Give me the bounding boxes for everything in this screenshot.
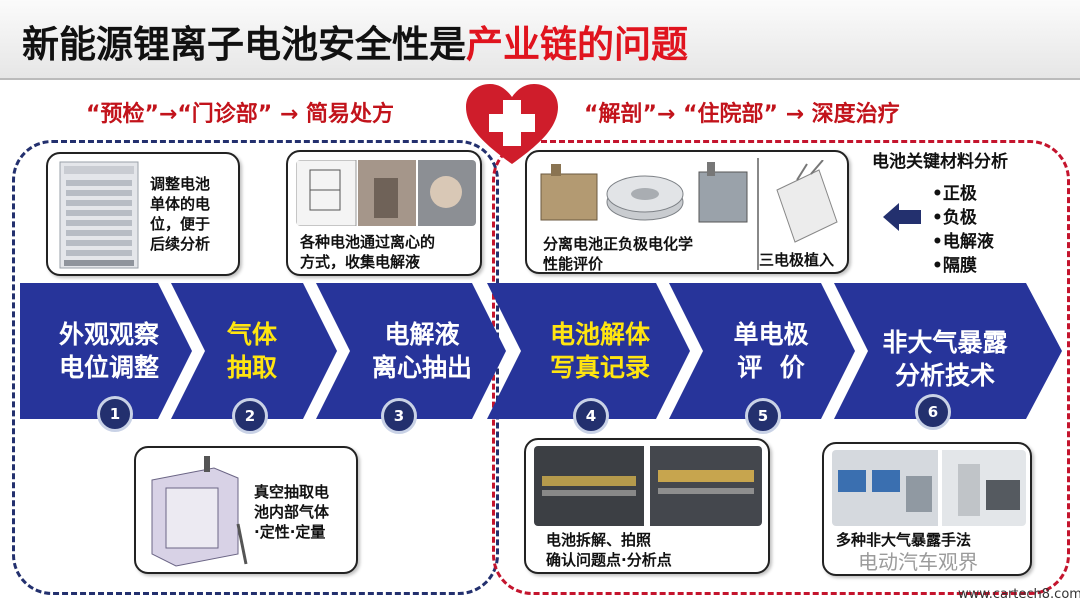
watermark: 电动汽车观界 [858,550,978,574]
instrument-photos [832,450,1026,526]
step-1-label: 外观观察 电位调整 [58,320,159,382]
test-cabinet-image [59,161,139,269]
card-centrifuge-text: 各种电池通过离心的 方式，收集电解液 [300,233,436,271]
step-1-number: 1 [97,396,133,432]
card-vacuum-text: 真空抽取电 池内部气体 ·定性·定量 [254,483,330,541]
material-item: •隔膜 [932,256,977,276]
title-part-1: 新能源锂离子电池安全性是 [22,23,466,66]
left-arrow-icon [883,203,921,231]
heart-cross-icon [466,84,558,164]
chevron-4 [487,283,690,419]
card-divider [757,158,759,270]
material-item: •电解液 [932,232,994,252]
disassembly-photos [534,446,762,526]
page-title: 新能源锂离子电池安全性是产业链的问题 [22,14,688,68]
left-subhead: “预检”→“门诊部” → 简易处方 [86,102,395,127]
pouch-cell-image [776,160,838,243]
chevron-5 [669,283,855,419]
card-three-electrode-text: 三电极植入 [759,251,835,269]
vacuum-fixture-image [151,456,248,567]
card-non-air-text: 多种非大气暴露手法 [836,531,972,549]
step-2-label: 气体 抽取 [226,320,277,382]
step-6-number: 6 [915,394,951,430]
material-analysis-title: 电池关键材料分析 [872,152,1008,172]
chevron-6 [834,283,1062,419]
step-5-label: 单电极 评 价 [733,320,809,382]
right-subhead: “解剖”→ “住院部” → 深度治疗 [584,102,900,127]
title-bar: 新能源锂离子电池安全性是产业链的问题 [0,0,1080,80]
electrochemical-cell-images [540,162,748,223]
step-4-number: 4 [573,398,609,434]
material-item: •负极 [932,208,977,228]
title-part-2: 产业链的问题 [466,23,688,66]
step-3-label: 电解液 离心抽出 [371,320,472,382]
step-5-number: 5 [745,398,781,434]
card-adjust-potential: 调整电池 单体的电 位，便于 后续分析 [46,152,240,276]
material-analysis-list: •正极 •负极 •电解液 •隔膜 [932,182,994,278]
card-disassemble-text: 电池拆解、拍照 确认问题点·分析点 [546,531,672,569]
chevron-2 [171,283,337,419]
card-centrifuge: 各种电池通过离心的 方式，收集电解液 [286,150,482,276]
centrifuge-images [296,160,476,226]
step-2-number: 2 [232,398,268,434]
step-3-number: 3 [381,398,417,434]
watermark-site: www.cartech8.com [958,587,1080,602]
card-vacuum-extraction: 真空抽取电 池内部气体 ·定性·定量 [134,446,358,574]
card-non-air-exposure: 多种非大气暴露手法 [822,442,1032,576]
card-adjust-text: 调整电池 单体的电 位，便于 后续分析 [150,175,211,253]
card-separate-electrodes: 分离电池正负极电化学 性能评价 三电极植入 [525,150,849,274]
material-item: •正极 [932,184,977,204]
card-disassemble: 电池拆解、拍照 确认问题点·分析点 [524,438,770,574]
step-4-label: 电池解体 写真记录 [549,320,650,382]
chevron-1 [20,283,192,419]
chevron-3 [316,283,506,419]
step-6-label: 非大气暴露 分析技术 [882,328,1008,390]
card-separate-text: 分离电池正负极电化学 性能评价 [543,235,694,273]
